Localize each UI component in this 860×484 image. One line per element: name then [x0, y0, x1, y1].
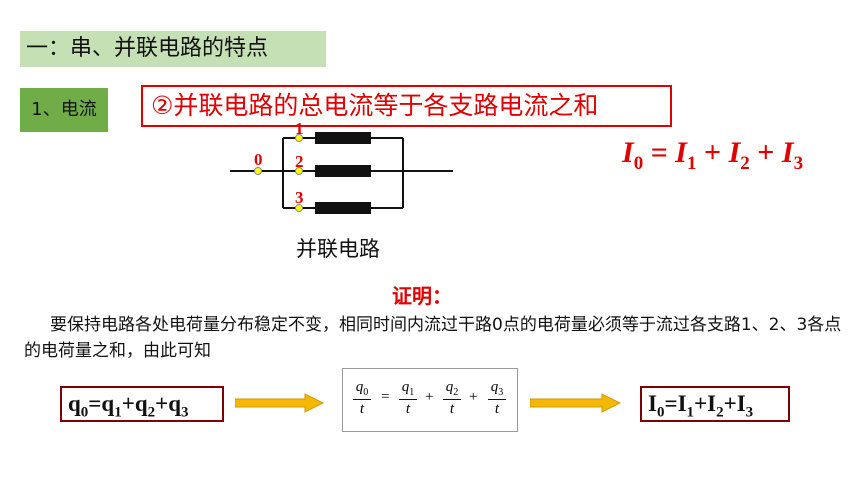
- arrow-1-icon: [235, 393, 325, 413]
- node-0: [254, 167, 262, 175]
- circuit-caption: 并联电路: [296, 237, 380, 261]
- node-2: [295, 167, 303, 175]
- current-formula: I0 = I1 + I2 + I3: [622, 136, 804, 174]
- page-title: 一：串、并联电路的特点: [20, 31, 326, 67]
- node-label-3: 3: [295, 188, 304, 207]
- node-label-0: 0: [254, 150, 263, 169]
- node-1: [295, 134, 303, 142]
- resistor-3: [315, 202, 371, 214]
- arrow-2-icon: [530, 393, 622, 413]
- charge-equation: q0=q1+q2+q3: [60, 386, 224, 422]
- parallel-circuit-diagram: 0 1 2 3: [230, 119, 453, 214]
- node-label-2: 2: [295, 152, 304, 171]
- resistor-1: [315, 132, 371, 144]
- proof-paragraph: 要保持电路各处电荷量分布稳定不变，相同时间内流过干路0点的电荷量必须等于流过各支…: [24, 315, 842, 361]
- resistor-2: [315, 165, 371, 177]
- node-3: [295, 204, 303, 212]
- current-equation: I0=I1+I2+I3: [640, 386, 790, 422]
- proof-heading: 证明：: [392, 284, 452, 308]
- node-label-1: 1: [295, 119, 304, 138]
- section-label: 1、电流: [20, 88, 108, 132]
- rule-statement: ②并联电路的总电流等于各支路电流之和: [141, 85, 672, 127]
